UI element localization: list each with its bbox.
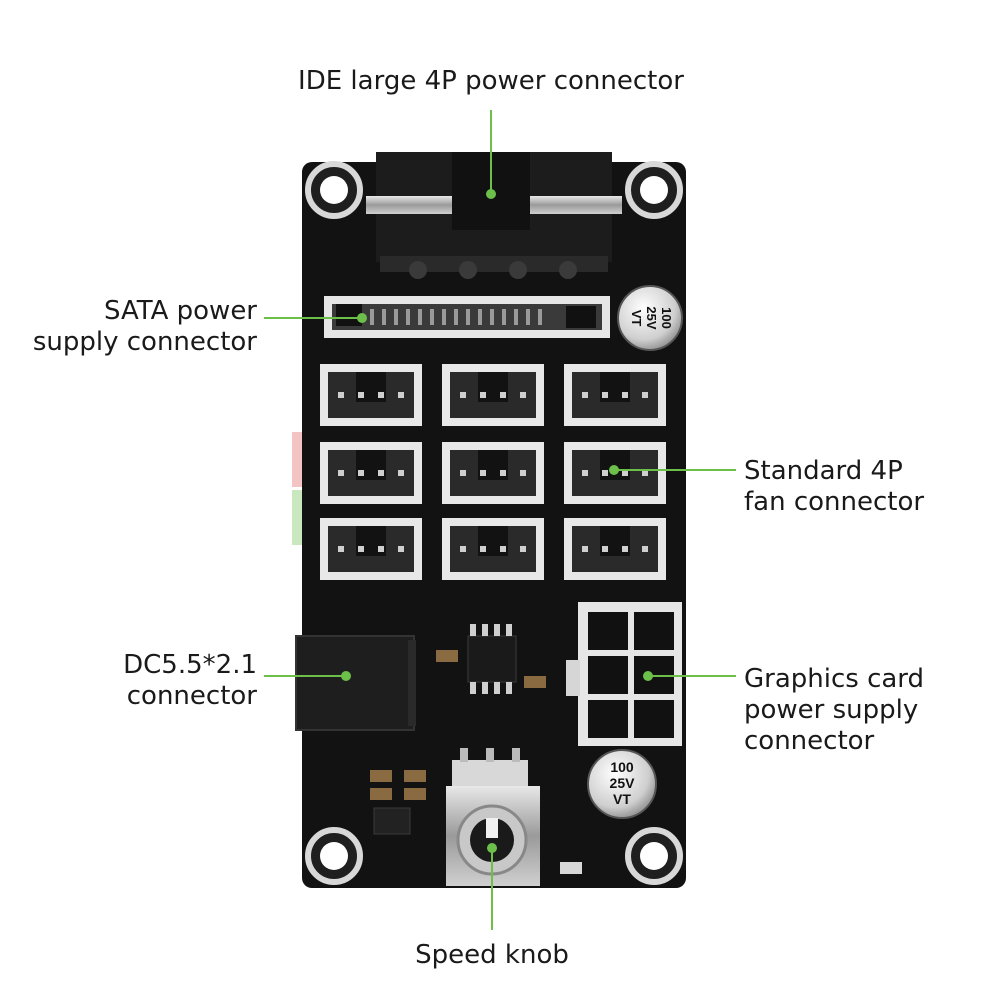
- smd-components: [370, 650, 546, 800]
- label-fan-connector: Standard 4P fan connector: [744, 456, 925, 517]
- callout-lines: [264, 110, 736, 930]
- fan-connector-grid: [320, 364, 666, 580]
- mounting-hole-icon: [625, 827, 683, 885]
- label-ide-connector: IDE large 4P power connector: [298, 66, 684, 96]
- gpu-power-connector: [566, 602, 682, 746]
- fan-connector: [442, 364, 544, 426]
- ide-connector: [366, 152, 622, 279]
- fan-connector: [320, 518, 422, 580]
- sata-connector: [324, 296, 610, 338]
- capacitor-icon: 100 25V VT: [587, 749, 657, 819]
- svg-text:100: 100: [659, 307, 674, 329]
- svg-text:25V: 25V: [610, 775, 636, 791]
- svg-text:VT: VT: [613, 791, 631, 807]
- mounting-hole-icon: [305, 827, 363, 885]
- status-led: [560, 862, 582, 874]
- fan-connector: [320, 442, 422, 504]
- label-speed-knob: Speed knob: [415, 940, 569, 970]
- fan-connector: [564, 364, 666, 426]
- label-dc-connector: DC5.5*2.1 connector: [123, 650, 257, 711]
- svg-text:100: 100: [610, 759, 634, 775]
- fan-connector: [442, 518, 544, 580]
- fan-connector: [320, 364, 422, 426]
- mounting-hole-icon: [625, 161, 683, 219]
- fan-connector: [442, 442, 544, 504]
- svg-text:25V: 25V: [644, 306, 659, 329]
- regulator: [373, 807, 411, 835]
- label-sata-connector: SATA power supply connector: [32, 296, 257, 357]
- svg-text:VT: VT: [629, 310, 644, 327]
- capacitor-icon: 100 25V VT: [617, 285, 683, 351]
- dc-jack: [295, 635, 416, 731]
- potentiometer-icon: [446, 748, 540, 886]
- fan-connector: [564, 518, 666, 580]
- label-gpu-connector: Graphics card power supply connector: [744, 664, 925, 756]
- ic-chip: [467, 624, 517, 694]
- mounting-hole-icon: [305, 161, 363, 219]
